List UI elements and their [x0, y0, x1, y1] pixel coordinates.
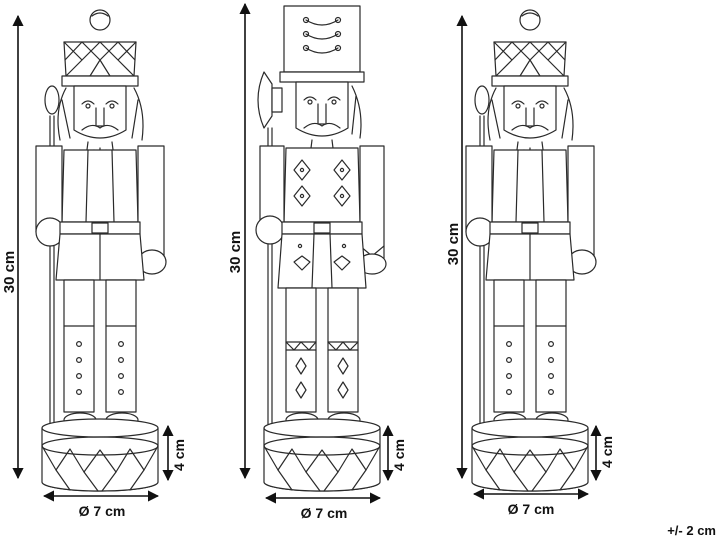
figure-left: 30 cm 4 cm Ø 7 cm — [1, 9, 187, 519]
tolerance-note: +/- 2 cm — [667, 523, 716, 538]
figure-right-drawing — [465, 9, 597, 492]
base-height-label-right: 4 cm — [599, 436, 615, 468]
diameter-label-left: Ø 7 cm — [79, 503, 126, 519]
height-label-left: 30 cm — [1, 251, 18, 294]
diameter-label-right: Ø 7 cm — [508, 501, 555, 517]
base-height-label-left: 4 cm — [171, 439, 187, 471]
figure-right: 30 cm 4 cm Ø 7 cm — [445, 9, 615, 517]
figure-center-drawing — [255, 5, 387, 492]
height-label-right: 30 cm — [445, 223, 462, 266]
diameter-label-center: Ø 7 cm — [301, 505, 348, 521]
figure-center: 30 cm 4 cm Ø 7 cm — [227, 2, 407, 521]
height-label-center: 30 cm — [227, 231, 244, 274]
figure-left-drawing — [35, 9, 167, 492]
base-height-label-center: 4 cm — [391, 439, 407, 471]
